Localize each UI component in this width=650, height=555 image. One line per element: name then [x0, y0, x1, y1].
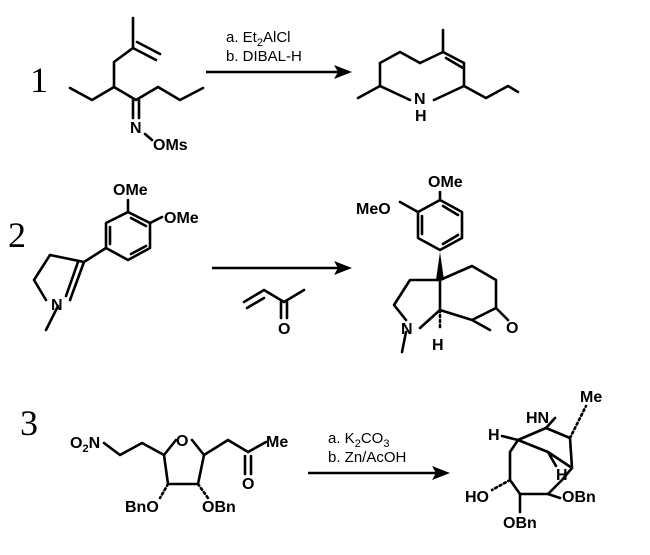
reaction-3-keto-o-label: O	[242, 476, 254, 493]
reaction-3-number: 3	[20, 403, 38, 443]
reaction-1-condition-a: a. Et2AlCl	[226, 29, 291, 49]
reaction-3-me-label: Me	[266, 434, 288, 451]
reaction-3-product: HN Me H H HO OBn OBn	[465, 389, 602, 532]
reaction-1-condition-b: b. DIBAL-H	[226, 48, 302, 65]
reaction-3-reactant: O2N O Me O BnO OBn	[70, 433, 288, 516]
reaction-2-ome1-label: OMe	[113, 182, 148, 199]
reaction-3-o2n-label: O2N	[70, 435, 100, 455]
reaction-3-obn-label: OBn	[202, 499, 236, 516]
reaction-1-n-label: N	[130, 120, 142, 137]
reaction-1-product-n-label: N	[414, 91, 426, 108]
reaction-1-oms-label: OMs	[153, 137, 188, 154]
reaction-2-product-n-label: N	[401, 321, 413, 338]
reaction-2-arrowhead	[334, 261, 352, 275]
reaction-2-product: OMe MeO N H O	[356, 174, 518, 354]
reaction-3-product-h-right-label: H	[556, 467, 568, 484]
reaction-3-bno-label: BnO	[125, 499, 159, 516]
reaction-3-product-obn-bottom-label: OBn	[503, 515, 537, 532]
reaction-2-wedge-bond	[436, 252, 444, 280]
reaction-3-product-obn-right-label: OBn	[562, 489, 596, 506]
reaction-1-reactant: N OMs	[68, 16, 205, 154]
reaction-2-arrow-group	[212, 261, 352, 275]
reaction-3-condition-a: a. K2CO3	[328, 430, 389, 450]
reaction-3-product-ho-label: HO	[465, 489, 489, 506]
reaction-3-arrowhead	[432, 466, 450, 480]
reaction-3-conditions: a. K2CO3 b. Zn/AcOH	[308, 430, 450, 480]
reaction-2-product-o-label: O	[506, 320, 518, 337]
reaction-2-n-label: N	[51, 297, 63, 314]
reaction-3-product-hn-label: HN	[526, 410, 549, 427]
reaction-1-arrowhead	[334, 65, 352, 79]
reaction-2-reagent-o-label: O	[278, 321, 290, 338]
reaction-2-ome2-label: OMe	[164, 210, 199, 227]
reaction-2-product-h-label: H	[432, 337, 444, 354]
reaction-3-product-h-left-label: H	[488, 427, 500, 444]
reaction-1-number: 1	[30, 60, 48, 100]
reaction-2-product-ome-label: OMe	[428, 174, 463, 191]
reaction-1-product: N H	[356, 28, 520, 125]
reaction-3-product-me-label: Me	[580, 389, 602, 406]
reaction-1-conditions: a. Et2AlCl b. DIBAL-H	[206, 29, 352, 79]
reaction-2-reagent-mvk: O	[242, 288, 306, 338]
reaction-1-product-h-label: H	[415, 108, 427, 125]
reaction-3-condition-b: b. Zn/AcOH	[328, 449, 406, 466]
reaction-2-reactant: OMe OMe N	[32, 182, 199, 332]
reaction-2-number: 2	[8, 215, 26, 255]
reaction-3-ring-o-label: O	[176, 433, 188, 450]
reaction-2-product-meo-label: MeO	[356, 201, 391, 218]
